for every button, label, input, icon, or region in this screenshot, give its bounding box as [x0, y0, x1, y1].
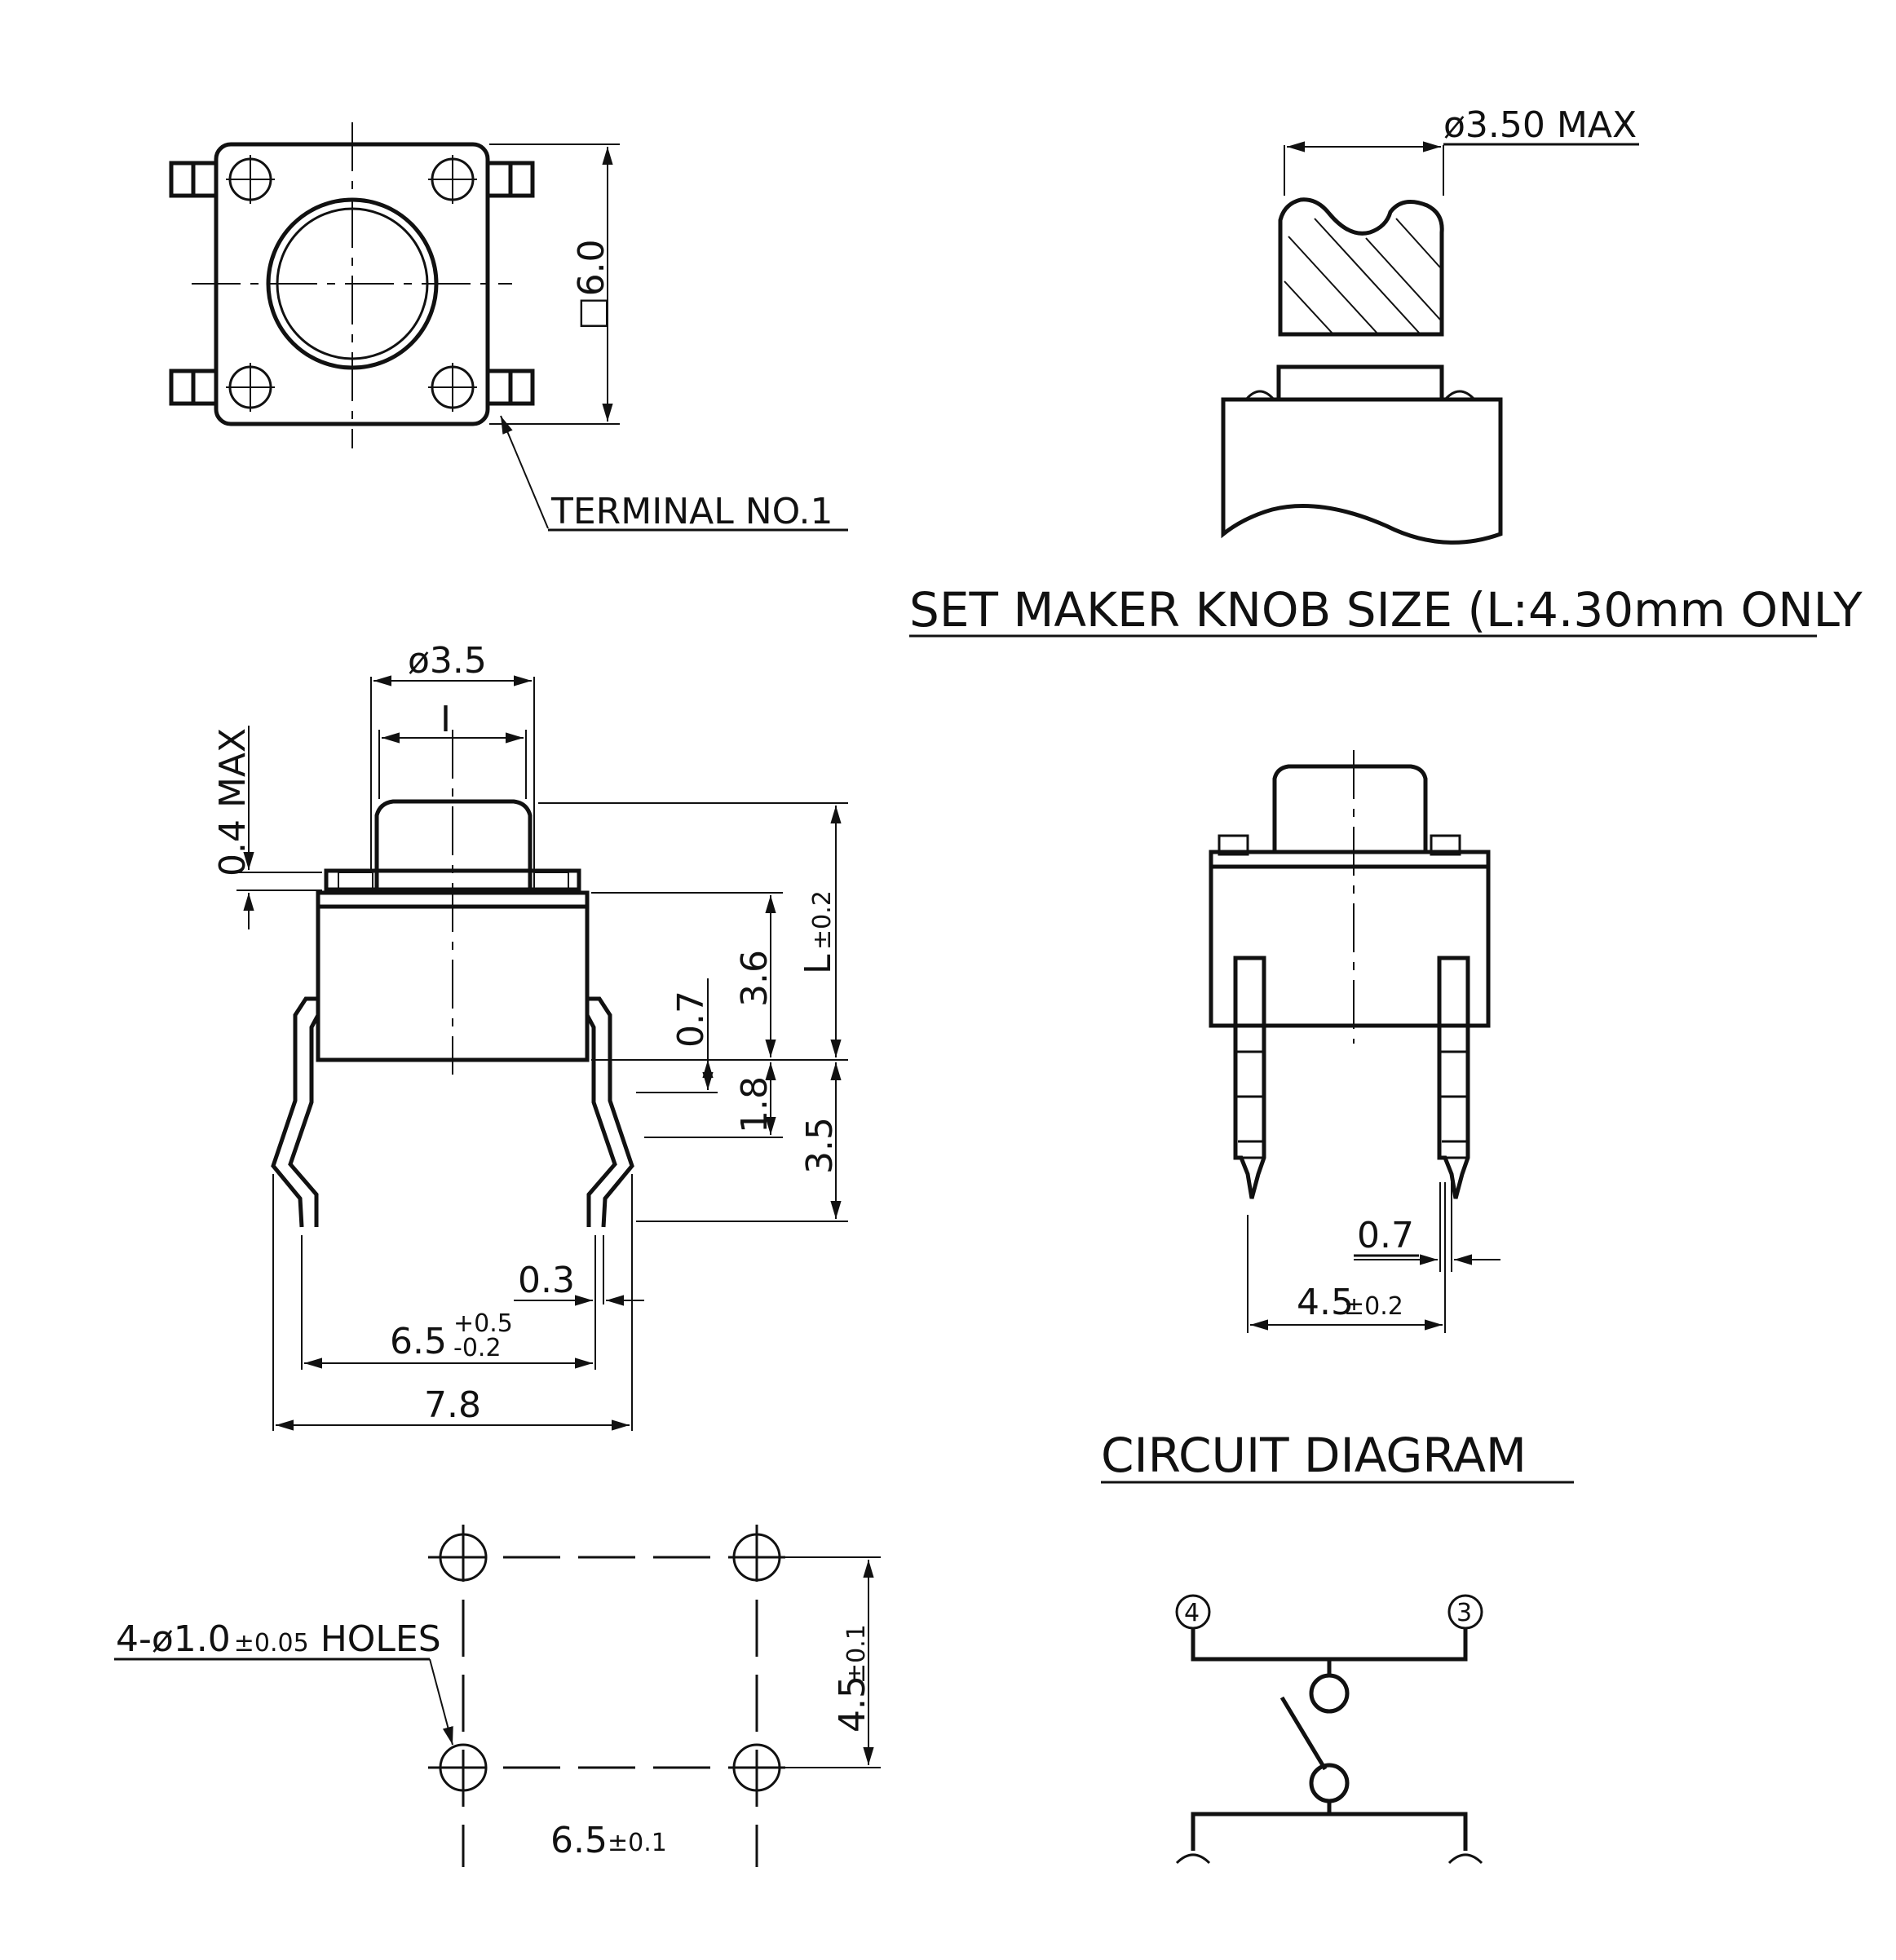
set-maker-knob	[1278, 197, 1444, 337]
left-lead	[271, 996, 320, 1228]
body-section	[1221, 397, 1503, 545]
right-lead	[585, 996, 634, 1228]
dim-4-5-tol: ±0.2	[1344, 1292, 1403, 1321]
switch-contact-top	[1309, 1673, 1350, 1714]
dim-0-3: 0.3	[518, 1260, 575, 1301]
top-view: □6.0 TERMINAL NO.1	[169, 122, 848, 532]
dim-6-5: 6.5	[390, 1321, 447, 1362]
dim-6-5-tol-plus: +0.5	[453, 1309, 513, 1338]
circuit-diagram: 4 3	[1175, 1594, 1483, 1865]
dim-0-4-max: 0.4 MAX	[212, 728, 254, 876]
switch-blade	[1279, 1696, 1328, 1771]
knob-diameter-max-label: ø3.50 MAX	[1443, 104, 1637, 146]
dim-1-8: 1.8	[734, 1076, 776, 1133]
switch-contact-bottom	[1309, 1763, 1350, 1803]
corner-pegs	[226, 155, 477, 412]
dim-4-5: 4.5	[1297, 1282, 1354, 1323]
pcb-dim-4-5-tol: ±0.1	[842, 1624, 871, 1684]
dim-L-tolerance: ±0.2	[808, 890, 837, 950]
dim-L: L	[798, 954, 839, 974]
terminal-tabs	[169, 161, 535, 406]
dim-0-7-side: 0.7	[670, 991, 712, 1048]
dim-6-5-tol-minus: -0.2	[453, 1334, 502, 1362]
front-view: 0.7 4.5 ±0.2 CIRCUIT DIAGRAM	[1101, 750, 1574, 1484]
pin-3-label: 3	[1456, 1599, 1472, 1627]
pin-4-label: 4	[1184, 1599, 1200, 1627]
terminal-no-1-label: TERMINAL NO.1	[550, 491, 833, 532]
dim-square-6-0: □6.0	[571, 239, 612, 330]
dim-7-8: 7.8	[424, 1384, 481, 1426]
front-leads	[1233, 956, 1470, 1199]
pcb-hole	[439, 1743, 488, 1792]
dim-3-6: 3.6	[734, 950, 776, 1007]
dim-dia-3-5: ø3.5	[408, 640, 487, 682]
pcb-dim-6-5: 6.5	[550, 1820, 608, 1861]
actuator-knob	[374, 799, 533, 889]
knob-detail: ø3.50 MAX SET MAKER KNOB SIZE (L:4.30mm …	[909, 104, 1863, 638]
front-actuator	[1272, 764, 1428, 852]
pcb-hole	[732, 1533, 781, 1582]
dim-0-7-front: 0.7	[1357, 1215, 1414, 1256]
pcb-hole	[439, 1533, 488, 1582]
set-maker-knob-title: SET MAKER KNOB SIZE (L:4.30mm ONLY	[909, 582, 1863, 638]
circuit-diagram-title: CIRCUIT DIAGRAM	[1101, 1428, 1527, 1483]
pcb-dim-6-5-tol: ±0.1	[608, 1829, 667, 1857]
side-view: ø3.5 I 0.4 MAX 3.6 L ±0.2 0.7 1.8	[212, 640, 848, 1431]
front-body	[1209, 864, 1491, 1028]
actuator-stub	[1276, 364, 1444, 402]
pcb-dim-4-5: 4.5	[832, 1675, 873, 1733]
dim-I: I	[440, 699, 451, 740]
pcb-hole	[732, 1743, 781, 1792]
dim-3-5-lead: 3.5	[799, 1117, 841, 1174]
